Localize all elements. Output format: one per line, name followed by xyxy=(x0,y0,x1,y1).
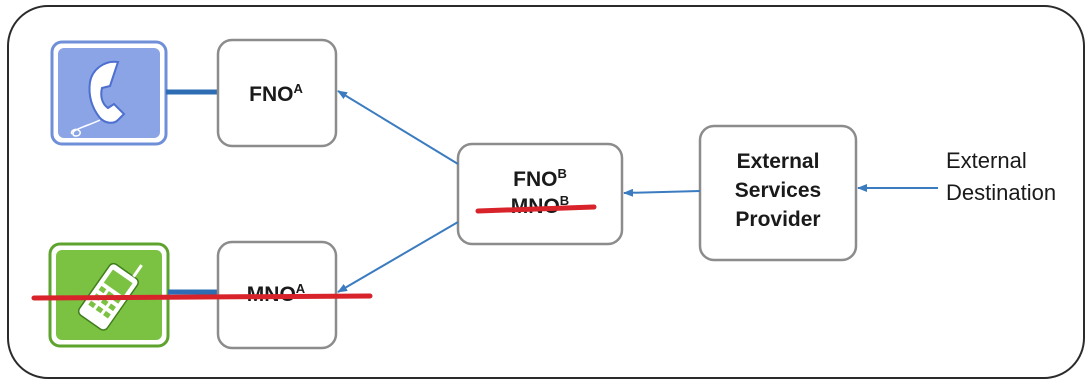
fno-a-label: FNO xyxy=(249,83,293,106)
fno-a-box: FNOA xyxy=(216,38,338,148)
mno-b-sup: B xyxy=(560,193,569,208)
telephone-handset-icon xyxy=(50,40,168,146)
destination-line1: External xyxy=(946,148,1027,173)
strike-mno-a xyxy=(31,293,373,301)
svg-text:FNOB: FNOB xyxy=(513,166,567,191)
mno-a-sup: A xyxy=(296,281,306,296)
strike-mno-b xyxy=(475,204,597,214)
destination-line2: Destination xyxy=(946,180,1056,205)
esp-line2: Services xyxy=(735,179,821,202)
svg-text:MNOB: MNOB xyxy=(511,193,569,218)
fno-mno-b-box: FNOB MNOB xyxy=(456,142,624,246)
arrow-esp-to-b xyxy=(623,188,701,197)
esp-line1: External xyxy=(737,150,820,173)
fno-a-sup: A xyxy=(293,81,303,96)
esp-line3: Provider xyxy=(735,208,820,231)
arrow-b-to-fno-a xyxy=(337,90,459,165)
fno-b-label: FNO xyxy=(513,168,557,191)
arrow-b-to-mno-a xyxy=(337,221,459,293)
mno-b-label: MNO xyxy=(511,195,560,218)
external-services-provider-box: External Services Provider xyxy=(698,124,858,262)
fno-b-sup: B xyxy=(557,166,566,181)
svg-text:FNOA: FNOA xyxy=(249,81,303,106)
